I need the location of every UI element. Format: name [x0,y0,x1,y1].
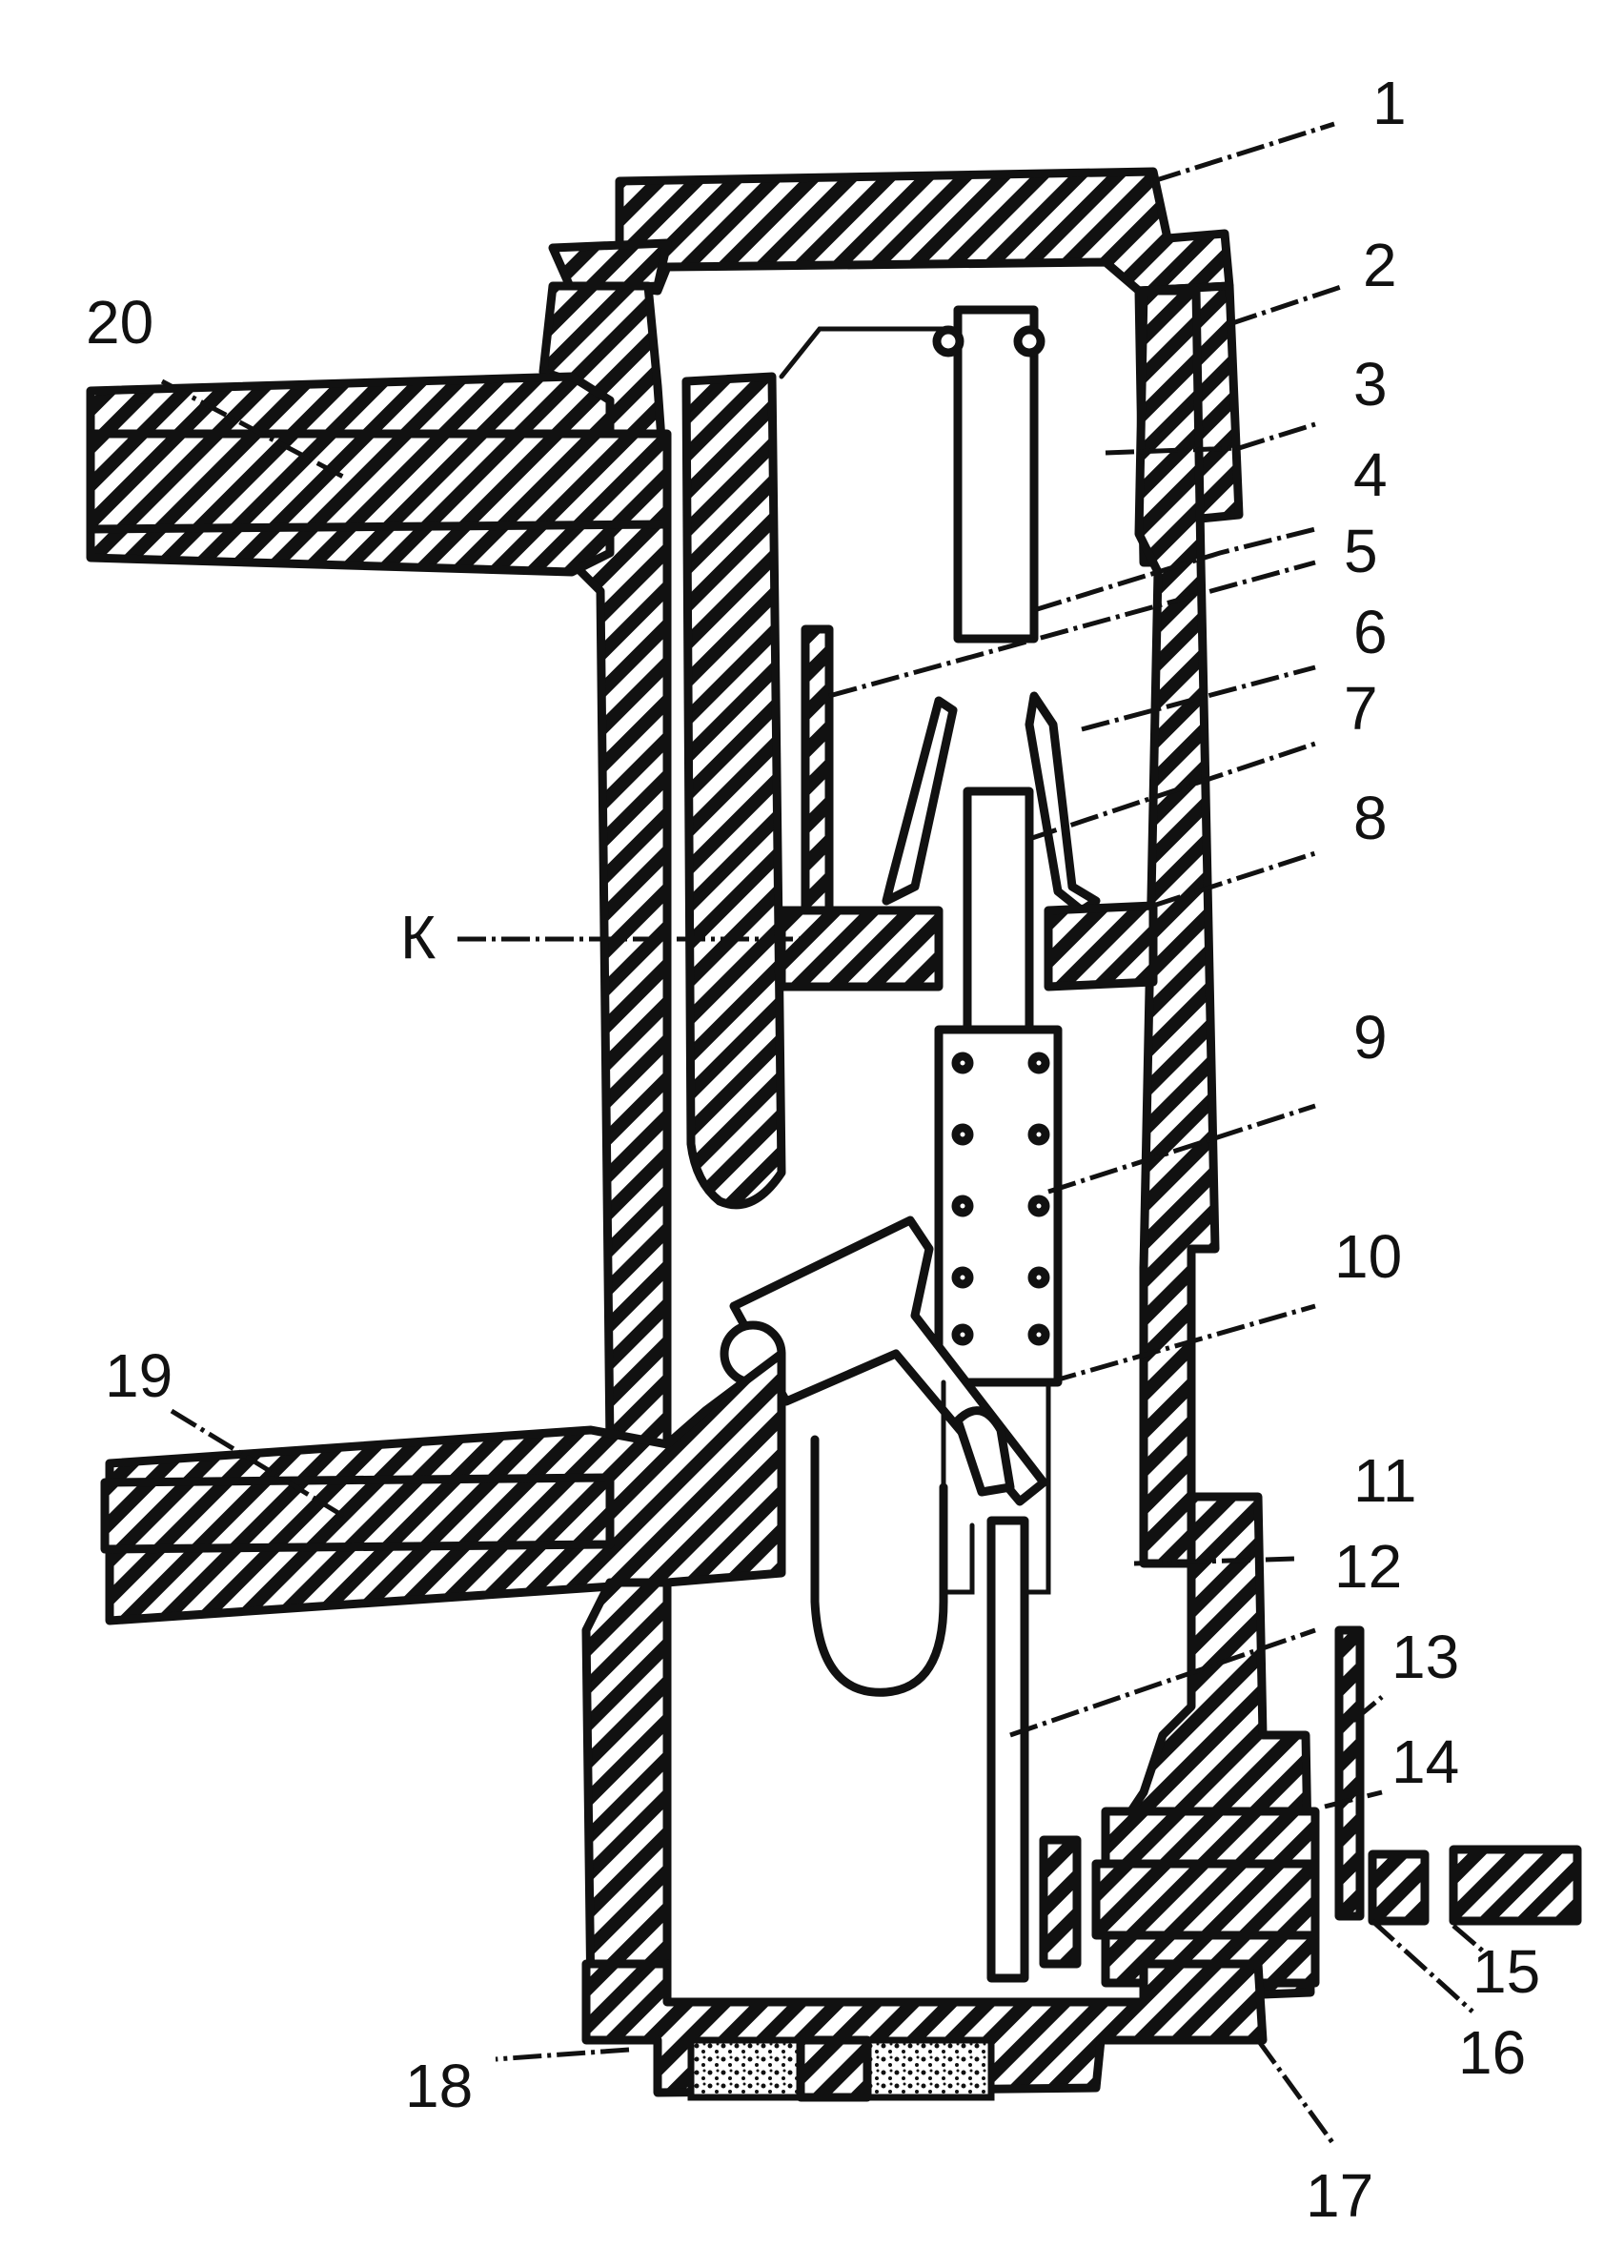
shaft [1091,1859,1320,1940]
top-cover [615,167,1234,296]
contact-rod [963,787,1034,1034]
label-8: 8 [1353,784,1388,852]
label-11: 11 [1353,1446,1416,1515]
label-1: 1 [1372,69,1407,137]
label-10: 10 [1334,1222,1402,1291]
coupling-15 [1449,1845,1582,1926]
bottom-plug [796,2035,872,2102]
tube-link-wire [779,326,961,379]
upper-flange [548,238,672,296]
latch-plate [1334,1625,1365,1921]
partition-left [777,906,944,991]
cork-seal-left [687,2036,804,2101]
rod-stop [1039,1835,1082,1969]
housing-left-wall-lower [581,1578,672,2007]
tube-pivot-right [1013,325,1045,358]
label-6: 6 [1353,598,1388,666]
label-17: 17 [1306,2161,1373,2230]
label-18: 18 [405,2052,473,2120]
label-20: 20 [86,288,153,357]
spring-coils [951,1052,1050,1346]
contact-finger-left [882,696,958,906]
lever-slot [953,1406,1015,1497]
switch-rod [986,1516,1029,1983]
fixed-contact-arm [681,372,786,1210]
leader-lines [160,121,1489,2147]
cork-seal-right [863,2036,995,2101]
label-7: 7 [1344,674,1378,743]
coupling-16 [1368,1849,1430,1926]
tube-pivot-left [932,325,964,358]
label-9: 9 [1353,1003,1388,1072]
label-4: 4 [1353,440,1388,509]
label-2: 2 [1363,231,1397,299]
label-14: 14 [1391,1727,1459,1796]
label-3: 3 [1353,350,1388,419]
partition-right [1044,901,1158,991]
label-16: 16 [1458,2018,1526,2087]
label-12: 12 [1334,1532,1402,1601]
label-13: 13 [1391,1623,1459,1691]
arc-tube [953,305,1039,644]
u-shaped-conductor [810,1435,948,1697]
label-5: 5 [1344,517,1378,585]
label-K: К [400,903,436,971]
lower-terminal-rod [100,1473,615,1554]
label-15: 15 [1472,1937,1540,2006]
label-19: 19 [105,1341,173,1410]
upper-terminal-rod [86,429,672,534]
contact-plate [801,624,834,920]
